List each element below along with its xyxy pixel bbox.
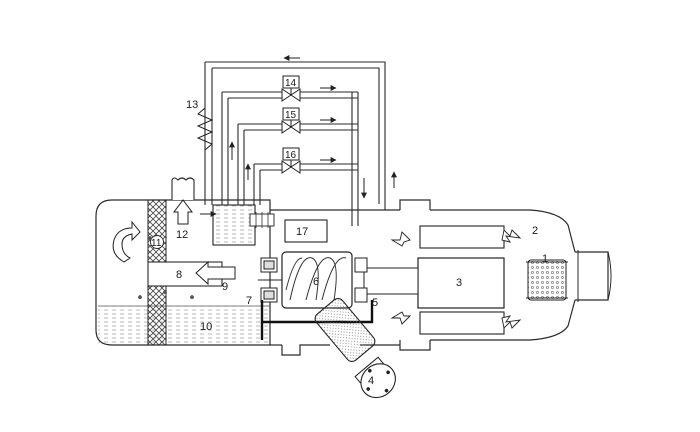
swirl-arrow [112, 220, 141, 263]
label-11: 11 [151, 238, 162, 249]
droplet-icon [148, 236, 152, 240]
label-16: 16 [285, 150, 297, 161]
oil-cooler-coil [196, 107, 214, 151]
gas-outlet-pipe [171, 177, 195, 200]
piston-cylinder [212, 204, 256, 246]
label-17: 17 [296, 226, 308, 238]
inflow-arrow [195, 260, 236, 286]
coalescer-marker [150, 235, 164, 249]
valve-15[interactable] [281, 107, 301, 134]
label-4: 4 [368, 375, 374, 387]
motor-rotor [417, 257, 505, 309]
label-6: 6 [313, 276, 319, 288]
bearing-left [260, 257, 278, 303]
valve-14[interactable] [281, 75, 301, 102]
filter-flange [354, 356, 396, 399]
label-8: 8 [176, 269, 182, 281]
pipe-flow-arrows [200, 55, 397, 217]
suction-filter [527, 259, 567, 301]
label-10: 10 [200, 321, 212, 333]
label-15: 15 [285, 110, 297, 121]
drive-shaft [363, 267, 419, 295]
stator-bottom [419, 311, 505, 335]
oil-sump [98, 306, 270, 344]
outlet-arrow [173, 199, 193, 225]
flow-arrows [390, 229, 522, 329]
droplet-icon [138, 295, 142, 299]
bearing-right [354, 257, 368, 303]
capacity-control-unit [284, 219, 328, 243]
droplet-icon [190, 295, 194, 299]
label-7: 7 [246, 295, 252, 307]
label-3: 3 [456, 277, 462, 289]
label-13: 13 [186, 99, 198, 111]
oil-injection-piping [204, 61, 386, 226]
label-2: 2 [532, 225, 538, 237]
label-14: 14 [285, 78, 297, 89]
stator-top [419, 225, 505, 249]
label-12: 12 [176, 229, 188, 241]
oil-separator [95, 199, 271, 346]
droplet-icon [163, 290, 167, 294]
label-5: 5 [372, 297, 378, 309]
oil-filter [314, 297, 376, 363]
label-9: 9 [222, 281, 228, 293]
compressor-housing [270, 199, 609, 356]
valve-16[interactable] [281, 147, 301, 174]
nozzle-end [607, 251, 612, 301]
label-1: 1 [542, 253, 548, 265]
